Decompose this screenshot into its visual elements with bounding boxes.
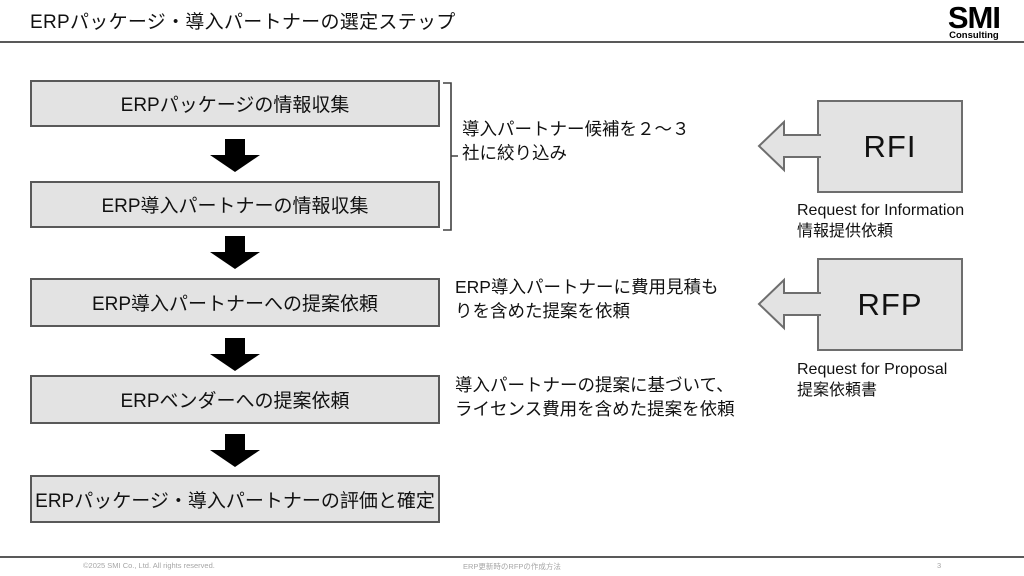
logo-consulting-label: Consulting bbox=[949, 30, 999, 41]
bracket-icon bbox=[443, 82, 458, 231]
annotation-narrow-down: 導入パートナー候補を２～３ 社に絞り込み bbox=[462, 119, 690, 163]
rfp-caption: Request for Proposal 提案依頼書 bbox=[797, 361, 948, 400]
down-arrow-icon bbox=[210, 434, 260, 467]
rfp-label: RFP bbox=[857, 286, 923, 322]
rfi-box: RFI bbox=[817, 100, 963, 193]
rfp-box: RFP bbox=[817, 258, 963, 351]
footer-divider bbox=[0, 556, 1024, 558]
flow-step-box-2: ERP導入パートナーの情報収集 bbox=[30, 181, 440, 228]
footer-copyright: ©2025 SMI Co., Ltd. All rights reserved. bbox=[83, 561, 215, 570]
flow-step-label: ERP導入パートナーへの提案依頼 bbox=[91, 294, 379, 315]
down-arrow-icon bbox=[210, 338, 260, 371]
down-arrow-icon bbox=[210, 139, 260, 172]
flow-step-label: ERPベンダーへの提案依頼 bbox=[120, 391, 350, 412]
smi-logo: SMI Consulting bbox=[947, 0, 1001, 41]
footer-page-number: 3 bbox=[937, 561, 942, 570]
page-title: ERPパッケージ・導入パートナーの選定ステップ bbox=[30, 12, 456, 33]
flow-step-label: ERPパッケージ・導入パートナーの評価と確定 bbox=[35, 490, 435, 512]
annotation-vendor-request: 導入パートナーの提案に基づいて、 ライセンス費用を含めた提案を依頼 bbox=[455, 375, 735, 419]
flow-step-box-1: ERPパッケージの情報収集 bbox=[30, 80, 440, 127]
footer-doc-title: ERP更新時のRFPの作成方法 bbox=[463, 562, 561, 571]
left-arrow-icon bbox=[757, 277, 821, 331]
rfi-caption: Request for Information 情報提供依頼 bbox=[797, 202, 965, 241]
logo-mark: SMI bbox=[947, 0, 1001, 35]
flow-step-box-5: ERPパッケージ・導入パートナーの評価と確定 bbox=[30, 475, 440, 523]
flow-step-box-4: ERPベンダーへの提案依頼 bbox=[30, 375, 440, 424]
rfi-label: RFI bbox=[863, 128, 917, 164]
left-arrow-icon bbox=[757, 119, 821, 173]
down-arrow-icon bbox=[210, 236, 260, 269]
flow-step-label: ERP導入パートナーの情報収集 bbox=[101, 196, 369, 217]
flow-step-box-3: ERP導入パートナーへの提案依頼 bbox=[30, 278, 440, 327]
flow-step-label: ERPパッケージの情報収集 bbox=[120, 95, 350, 116]
annotation-rfp-request: ERP導入パートナーに費用見積も りを含めた提案を依頼 bbox=[455, 277, 719, 321]
title-divider bbox=[0, 41, 1024, 43]
